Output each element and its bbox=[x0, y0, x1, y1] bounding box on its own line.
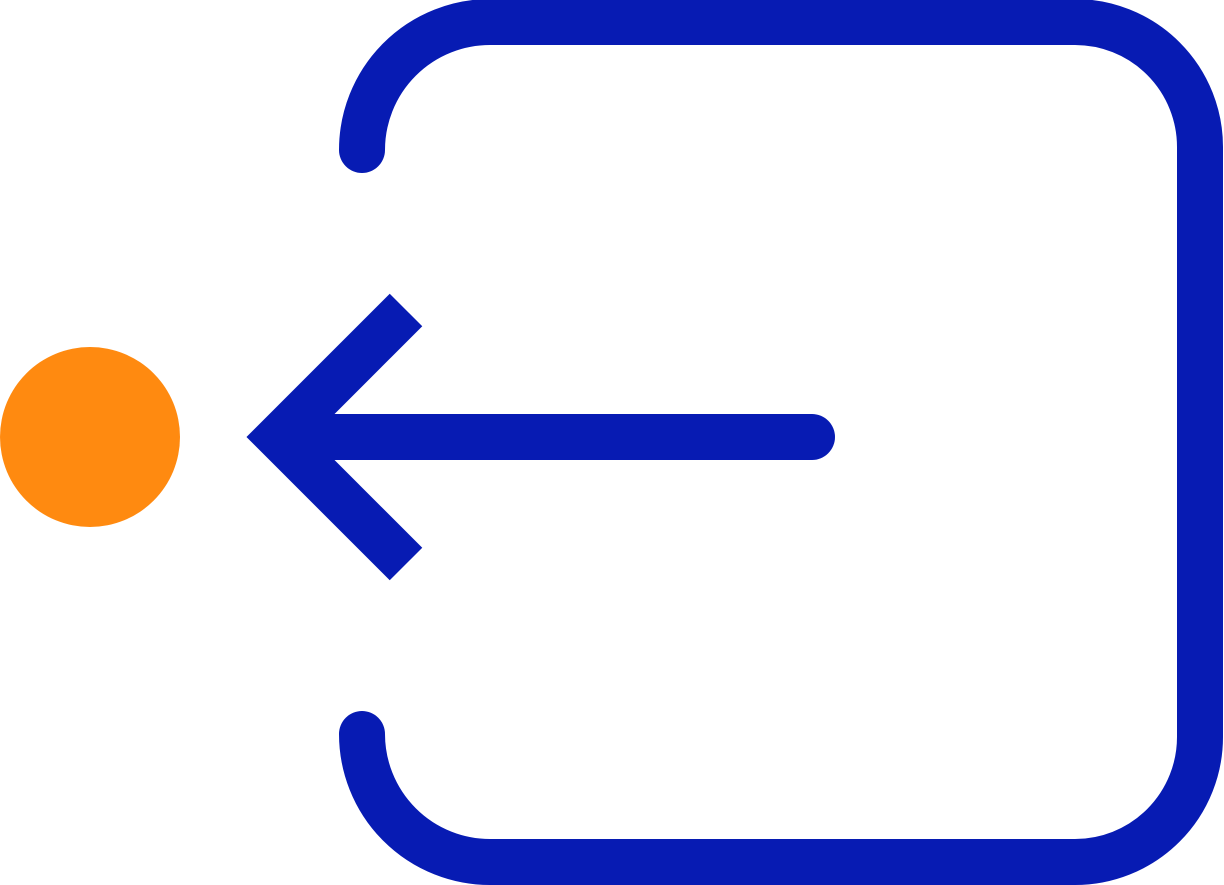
orange-dot bbox=[0, 347, 180, 527]
arrow-head bbox=[246, 293, 423, 581]
door-frame bbox=[339, 0, 1223, 885]
